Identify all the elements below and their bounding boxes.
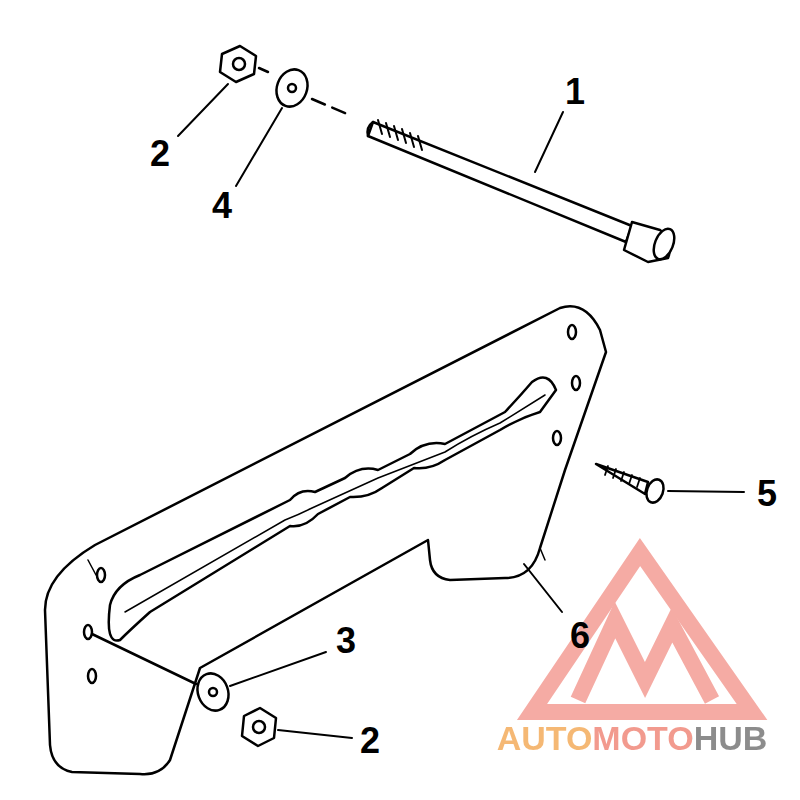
hex-nut (242, 708, 276, 746)
callout-number: 1 (565, 74, 585, 110)
callout-number: 3 (336, 623, 356, 659)
assembly-line (259, 68, 352, 116)
washer (271, 65, 312, 111)
screw (596, 464, 667, 505)
leader-line (178, 84, 744, 738)
watermark: AUTOMOTOHUB (497, 721, 768, 755)
callout-number: 2 (360, 723, 380, 759)
hex-nut (220, 46, 256, 82)
callout-number: 4 (212, 188, 232, 224)
callout-number: 5 (757, 476, 777, 512)
mounting-plate (45, 306, 606, 774)
washer (192, 669, 233, 715)
assembly-line (92, 634, 196, 684)
callout-number: 2 (150, 136, 170, 172)
watermark-logo (532, 552, 752, 712)
bolt (368, 120, 679, 262)
callout-number: 6 (570, 618, 590, 654)
